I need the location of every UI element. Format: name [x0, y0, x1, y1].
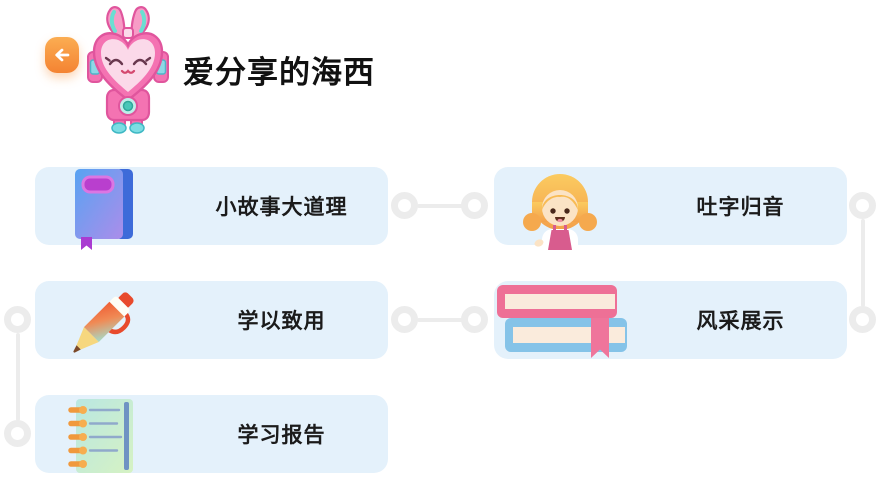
haixi-mascot: [84, 4, 172, 136]
menu-card-story[interactable]: 小故事大道理: [35, 167, 388, 250]
menu-card-label: 小故事大道理: [215, 196, 348, 219]
back-button[interactable]: [45, 37, 79, 73]
connector-ring: [849, 306, 876, 333]
connector-ring: [4, 306, 31, 333]
menu-card-pronunciation[interactable]: 吐字归音: [494, 167, 847, 250]
speaking-girl-icon: [520, 170, 600, 250]
connector-line: [16, 333, 20, 421]
menu-card-showcase[interactable]: 风采展示: [494, 281, 847, 359]
books-stack-icon: [497, 285, 631, 359]
connector-ring: [391, 192, 418, 219]
menu-card-label: 风采展示: [696, 310, 785, 333]
connector-line: [861, 219, 865, 307]
storybook-icon: [73, 167, 135, 251]
connector-line: [417, 318, 463, 322]
connector-ring: [461, 306, 488, 333]
menu-card-practice[interactable]: 学以致用: [35, 281, 388, 359]
menu-card-report[interactable]: 学习报告: [35, 395, 388, 473]
pen-icon: [60, 282, 144, 366]
connector-ring: [461, 192, 488, 219]
page-title: 爱分享的海西: [183, 55, 375, 90]
report-notebook-icon: [68, 398, 136, 474]
menu-card-label: 学以致用: [237, 310, 326, 333]
back-arrow-icon: [51, 44, 73, 66]
menu-card-label: 吐字归音: [696, 196, 785, 219]
connector-ring: [4, 420, 31, 447]
connector-ring: [391, 306, 418, 333]
connector-line: [417, 204, 463, 208]
connector-ring: [849, 192, 876, 219]
menu-card-label: 学习报告: [237, 424, 326, 447]
